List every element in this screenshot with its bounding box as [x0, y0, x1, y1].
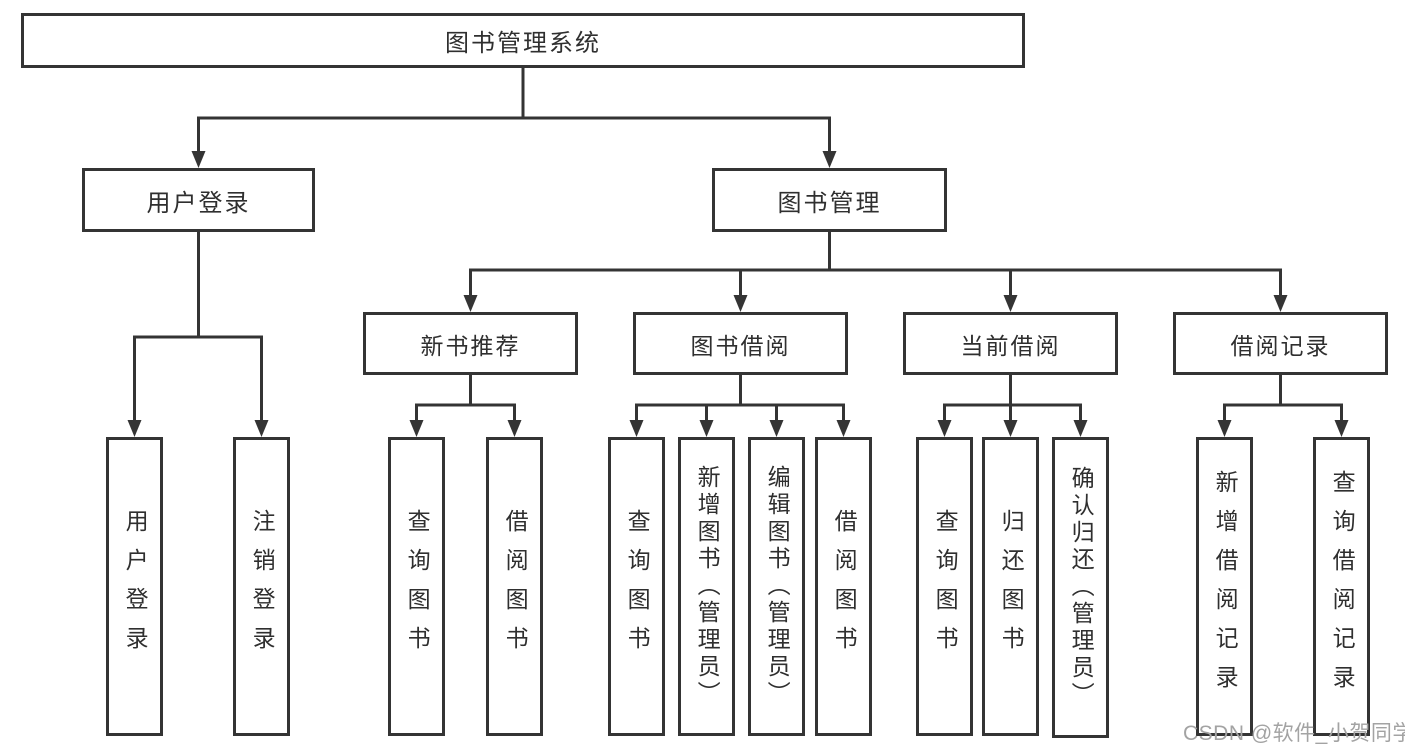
- node-book-management: 图书管理: [712, 168, 947, 232]
- leaf-add-books-admin: 新增图书（管理员）: [678, 437, 735, 736]
- leaf-borrow-books-recommend: 借阅图书: [486, 437, 543, 736]
- node-new-book-recommend: 新书推荐: [363, 312, 578, 375]
- leaf-confirm-return-admin: 确认归还（管理员）: [1052, 437, 1109, 738]
- leaf-label: 借阅图书: [831, 508, 858, 665]
- leaf-query-books-current: 查询图书: [916, 437, 973, 736]
- leaf-label: 归还图书: [998, 508, 1025, 665]
- leaf-label: 查询图书: [624, 508, 651, 665]
- leaf-user-login: 用户登录: [106, 437, 163, 736]
- leaf-label: 查询图书: [404, 508, 431, 665]
- leaf-query-books-borrowing: 查询图书: [608, 437, 665, 736]
- node-label: 图书管理系统: [445, 30, 601, 57]
- leaf-label: 确认归还（管理员）: [1068, 466, 1095, 709]
- leaf-label: 新增借阅记录: [1212, 469, 1239, 704]
- leaf-query-borrow-record: 查询借阅记录: [1313, 437, 1370, 736]
- csdn-watermark: CSDN @软件_小贺同学: [1183, 722, 1405, 745]
- leaf-label: 用户登录: [122, 508, 149, 665]
- node-borrowing-records: 借阅记录: [1173, 312, 1388, 375]
- leaf-label: 查询图书: [932, 508, 959, 665]
- node-label: 图书借阅: [690, 332, 791, 359]
- leaf-edit-books-admin: 编辑图书（管理员）: [748, 437, 805, 736]
- leaf-borrow-books: 借阅图书: [815, 437, 872, 736]
- node-user-login: 用户登录: [82, 168, 315, 232]
- node-label: 图书管理: [777, 189, 882, 217]
- leaf-label: 编辑图书（管理员）: [764, 465, 791, 708]
- leaf-query-books-recommend: 查询图书: [388, 437, 445, 736]
- leaf-label: 查询借阅记录: [1329, 469, 1356, 704]
- leaf-logout: 注销登录: [233, 437, 290, 736]
- leaf-label: 注销登录: [249, 508, 276, 665]
- node-book-borrowing: 图书借阅: [633, 312, 848, 375]
- leaf-return-books: 归还图书: [982, 437, 1039, 736]
- node-label: 用户登录: [146, 189, 251, 217]
- node-label: 新书推荐: [420, 332, 521, 359]
- leaf-label: 新增图书（管理员）: [694, 465, 721, 708]
- node-label: 当前借阅: [960, 332, 1061, 359]
- leaf-label: 借阅图书: [502, 508, 529, 665]
- node-book-management-system: 图书管理系统: [21, 13, 1025, 68]
- node-label: 借阅记录: [1230, 332, 1331, 359]
- node-current-borrowing: 当前借阅: [903, 312, 1118, 375]
- leaf-add-borrow-record: 新增借阅记录: [1196, 437, 1253, 736]
